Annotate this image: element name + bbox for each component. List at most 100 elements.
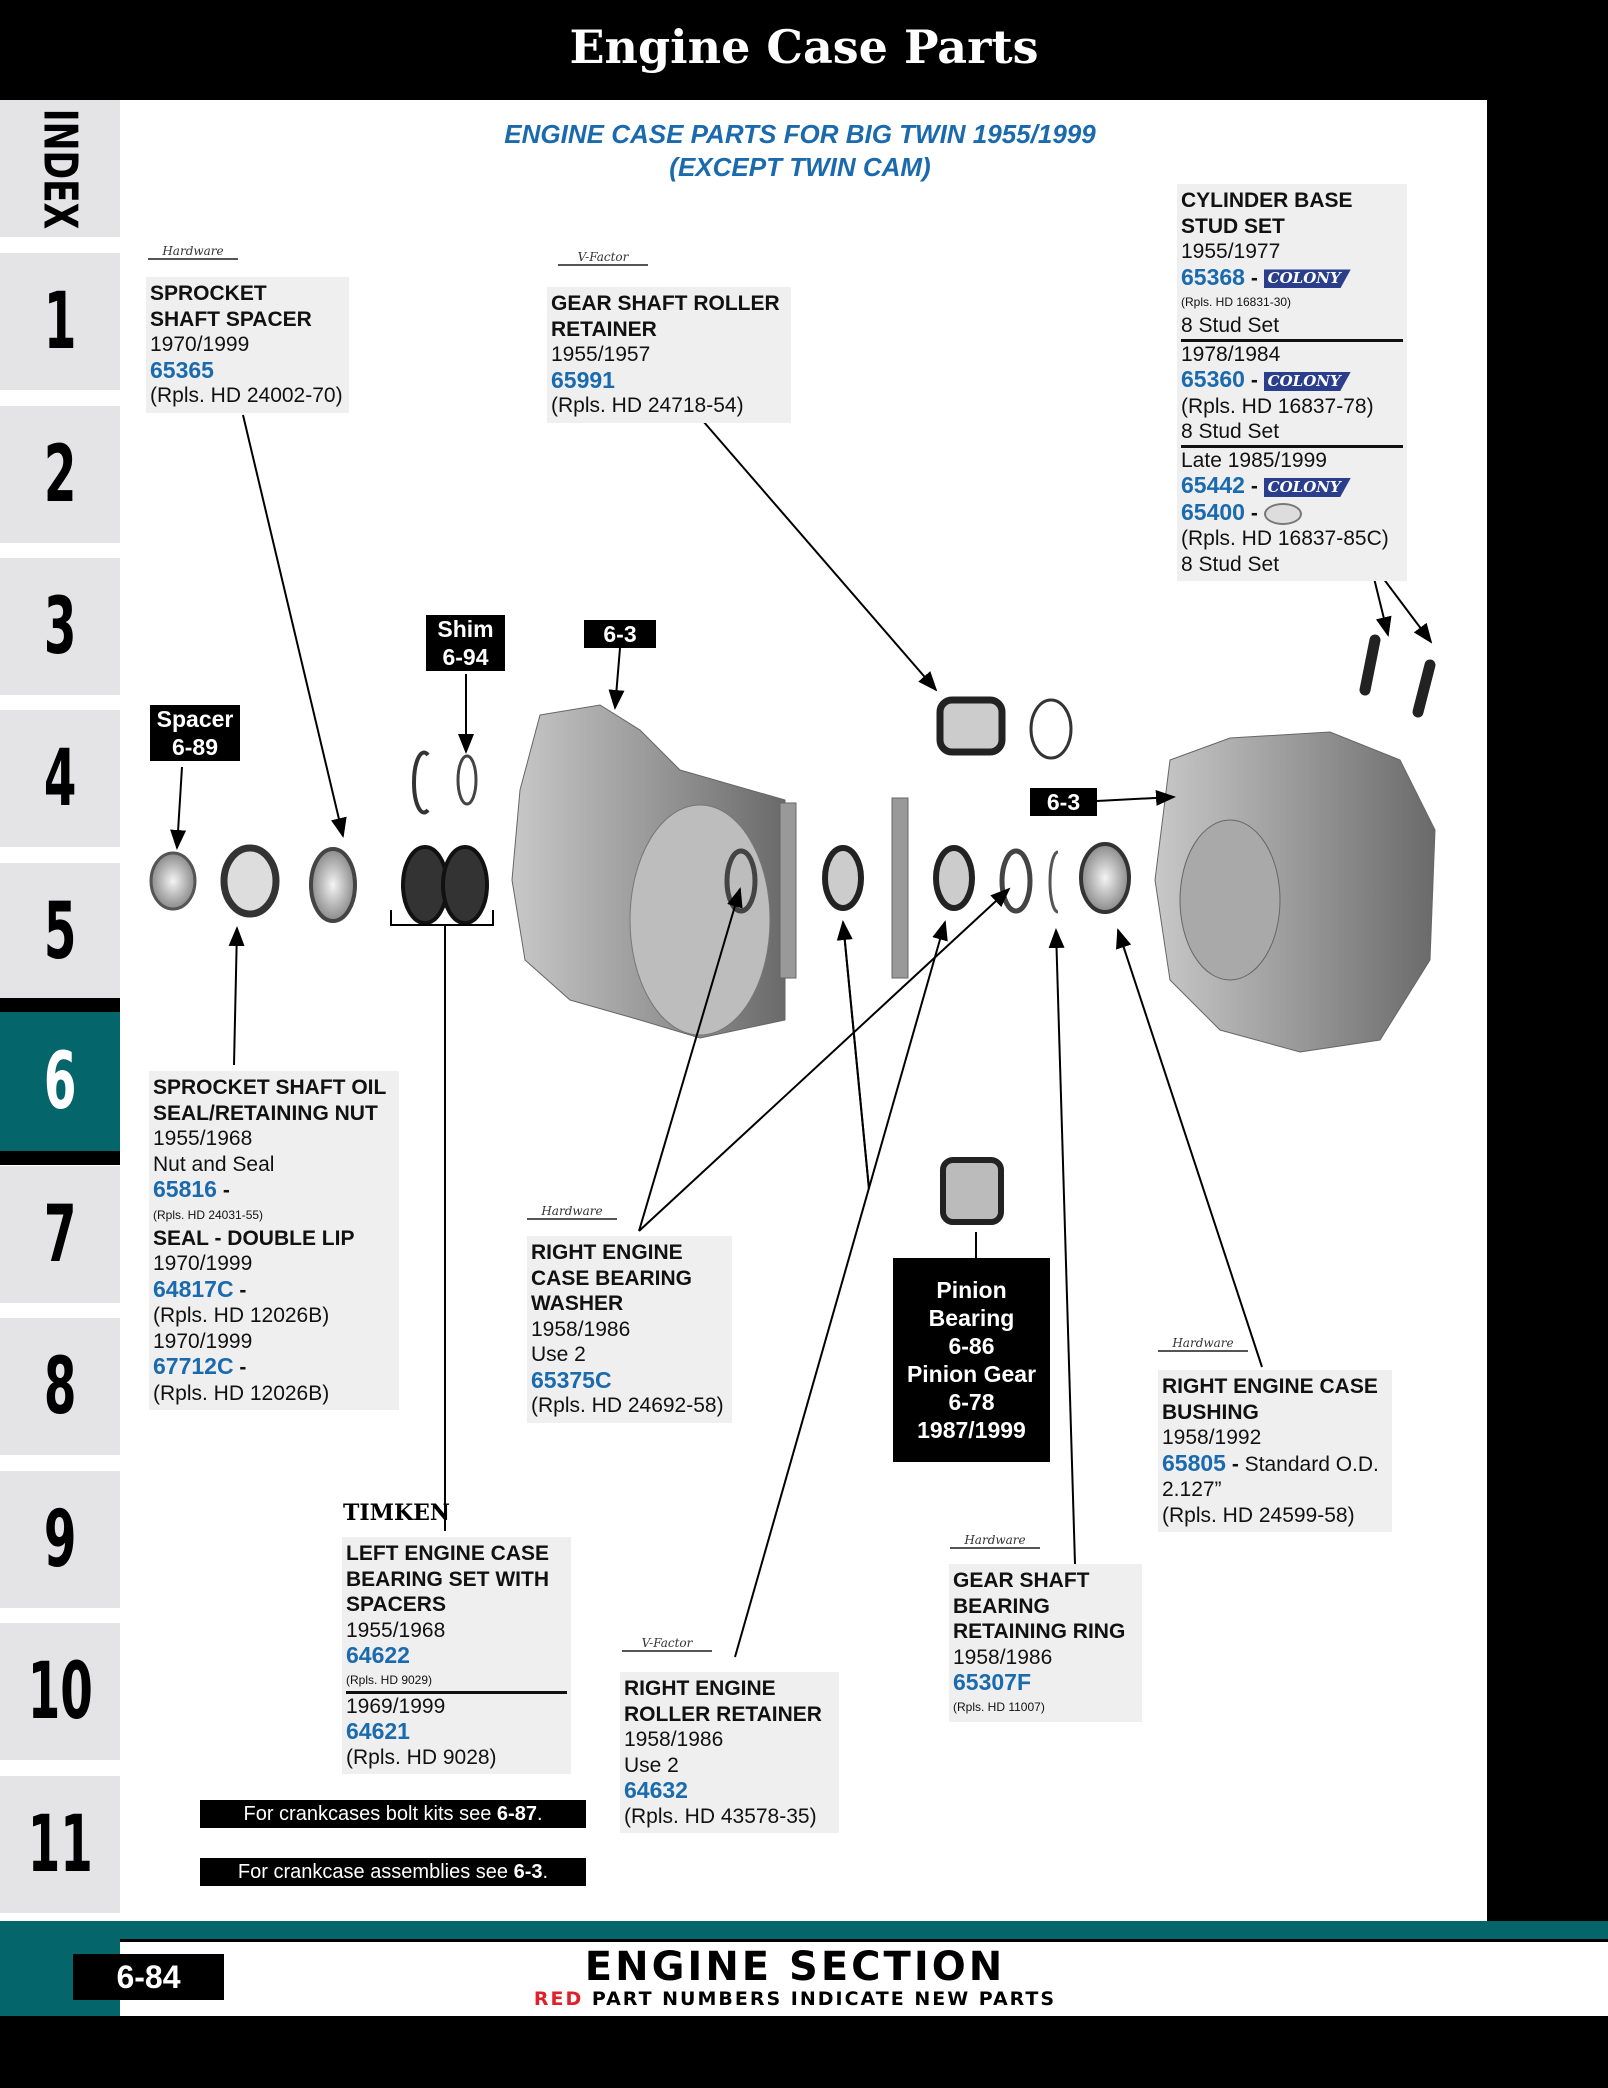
tab-1[interactable]: 1 <box>0 253 120 390</box>
footer-band <box>0 1921 1608 1939</box>
callout-right-case-bearing-washer: RIGHT ENGINE CASE BEARING WASHER 1958/19… <box>527 1236 732 1423</box>
roller-stack <box>779 802 797 979</box>
cylinder-stud <box>1412 659 1436 718</box>
right-case-bore <box>1179 819 1281 981</box>
years: 1958/1986 <box>953 1645 1053 1669</box>
note-bolt-kits[interactable]: For crankcases bolt kits see 6-87. <box>200 1800 586 1828</box>
callout-title: STUD SET <box>1181 214 1285 238</box>
colony-logo: COLONY <box>1263 371 1351 391</box>
part-number[interactable]: 65360 <box>1181 366 1245 392</box>
note: Nut and Seal <box>153 1152 275 1176</box>
part-number[interactable]: 65991 <box>551 366 615 393</box>
years: 1955/1957 <box>551 343 651 366</box>
right-case-bushing <box>1079 842 1131 914</box>
part-number[interactable]: 64632 <box>624 1777 688 1803</box>
roller-retainer <box>822 845 864 911</box>
note: 8 Stud Set <box>1181 552 1280 576</box>
header-bar <box>0 0 1608 100</box>
note: 8 Stud Set <box>1181 313 1403 342</box>
part-number[interactable]: 65307F <box>953 1669 1032 1695</box>
note-page-ref[interactable]: 6-87 <box>496 1803 537 1825</box>
vfactor-logo: V-Factor <box>558 250 648 266</box>
arrow-spacer <box>170 766 187 850</box>
hardware-logo: Hardware <box>148 244 238 260</box>
callout-title: BEARING <box>953 1594 1050 1618</box>
note-page-ref[interactable]: 6-3 <box>513 1861 543 1883</box>
tab-4[interactable]: 4 <box>0 710 120 847</box>
tab-9[interactable]: 9 <box>0 1471 120 1608</box>
tab-label: 5 <box>43 886 77 977</box>
callout-title: RETAINING RING <box>953 1620 1126 1643</box>
tab-label: 1 <box>43 276 77 367</box>
tab-divider <box>0 998 120 1012</box>
arrow-ref-6-3-right <box>1096 789 1176 806</box>
part-number[interactable]: 65816 <box>153 1176 217 1202</box>
part-number[interactable]: 64622 <box>346 1642 410 1668</box>
arrow-retaining-ring <box>1048 928 1076 1565</box>
years: 1970/1999 <box>150 333 250 356</box>
tab-7[interactable]: 7 <box>0 1166 120 1303</box>
brand-oval-logo <box>1263 502 1302 525</box>
tab-5[interactable]: 5 <box>0 863 120 1000</box>
part-number[interactable]: 65368 <box>1181 263 1245 290</box>
tab-index[interactable]: INDEX <box>0 100 120 237</box>
part-number[interactable]: 65442 <box>1181 472 1245 498</box>
spacer-ref-label[interactable]: Spacer 6-89 <box>150 705 240 761</box>
hardware-logo: Hardware <box>950 1533 1040 1549</box>
years: 1970/1999 <box>153 1252 253 1275</box>
tab-label: 8 <box>43 1341 77 1432</box>
callout-title: CYLINDER BASE <box>1181 189 1353 212</box>
part-number[interactable]: 64621 <box>346 1718 410 1744</box>
years: 1958/1992 <box>1162 1426 1262 1449</box>
label-line: 6-78 <box>948 1389 995 1415</box>
label-line: Bearing <box>928 1305 1015 1331</box>
tab-6[interactable]: 6 <box>0 1012 120 1151</box>
sprocket-bearing-spacer <box>309 847 357 923</box>
tab-2[interactable]: 2 <box>0 406 120 543</box>
part-number[interactable]: 65375C <box>531 1366 612 1393</box>
tab-8[interactable]: 8 <box>0 1318 120 1455</box>
note-case-assemblies[interactable]: For crankcase assemblies see 6-3. <box>200 1858 586 1886</box>
replaces: (Rpls. HD 24002-70) <box>150 384 343 407</box>
years: 1955/1968 <box>153 1127 253 1150</box>
part-number[interactable]: 65805 <box>1162 1449 1226 1476</box>
arrow-washer <box>638 887 743 1232</box>
callout-title: GEAR SHAFT ROLLER <box>551 292 780 315</box>
tab-label: 3 <box>43 581 77 672</box>
callout-title: SPROCKET <box>150 282 267 305</box>
tab-11[interactable]: 11 <box>0 1776 120 1913</box>
callout-title: ROLLER RETAINER <box>624 1702 822 1726</box>
note: Use 2 <box>624 1753 679 1777</box>
tab-10[interactable]: 10 <box>0 1623 120 1760</box>
footer-panel <box>120 1939 1608 2016</box>
part-number[interactable]: 64817C <box>153 1275 234 1302</box>
label-line: Pinion <box>936 1277 1007 1303</box>
arrow-seal <box>228 926 245 1066</box>
shim-ref-label[interactable]: Shim 6-94 <box>426 615 505 671</box>
part-number[interactable]: 65400 <box>1181 498 1245 525</box>
replaces: (Rpls. HD 24599-58) <box>1162 1503 1355 1527</box>
hardware-logo: Hardware <box>1158 1336 1248 1352</box>
timken-logo: TIMKEN <box>343 1500 451 1526</box>
colony-logo: COLONY <box>1263 477 1351 497</box>
arrow-bushing <box>1116 928 1263 1368</box>
section-title: ENGINE SECTION <box>584 1944 1006 1990</box>
callout-title: SPROCKET SHAFT OIL <box>153 1076 387 1099</box>
section-subtitle: ENGINE CASE PARTS FOR BIG TWIN 1955/1999… <box>0 118 1600 184</box>
part-number[interactable]: 67712C <box>153 1353 234 1379</box>
label-line: 6-86 <box>948 1333 995 1359</box>
replaces: (Rpls. HD 43578-35) <box>624 1804 817 1828</box>
years: 1958/1986 <box>531 1317 631 1341</box>
callout-title: SEAL/RETAINING NUT <box>153 1101 378 1125</box>
callout-title: LEFT ENGINE CASE <box>346 1542 550 1565</box>
replaces: (Rpls. HD 16837-78) <box>1181 394 1374 418</box>
replaces: (Rpls. HD 11007) <box>953 1699 1045 1714</box>
tab-label: 10 <box>27 1646 93 1737</box>
case-assembly-ref-label[interactable]: 6-3 <box>584 620 656 648</box>
part-number[interactable]: 65365 <box>150 356 214 383</box>
roller-stack <box>891 797 909 979</box>
callout-right-engine-roller-retainer: RIGHT ENGINE ROLLER RETAINER 1958/1986 U… <box>620 1672 839 1833</box>
case-assembly-ref-label[interactable]: 6-3 <box>1030 788 1097 816</box>
case-bearing-washer <box>999 848 1033 914</box>
tab-3[interactable]: 3 <box>0 558 120 695</box>
